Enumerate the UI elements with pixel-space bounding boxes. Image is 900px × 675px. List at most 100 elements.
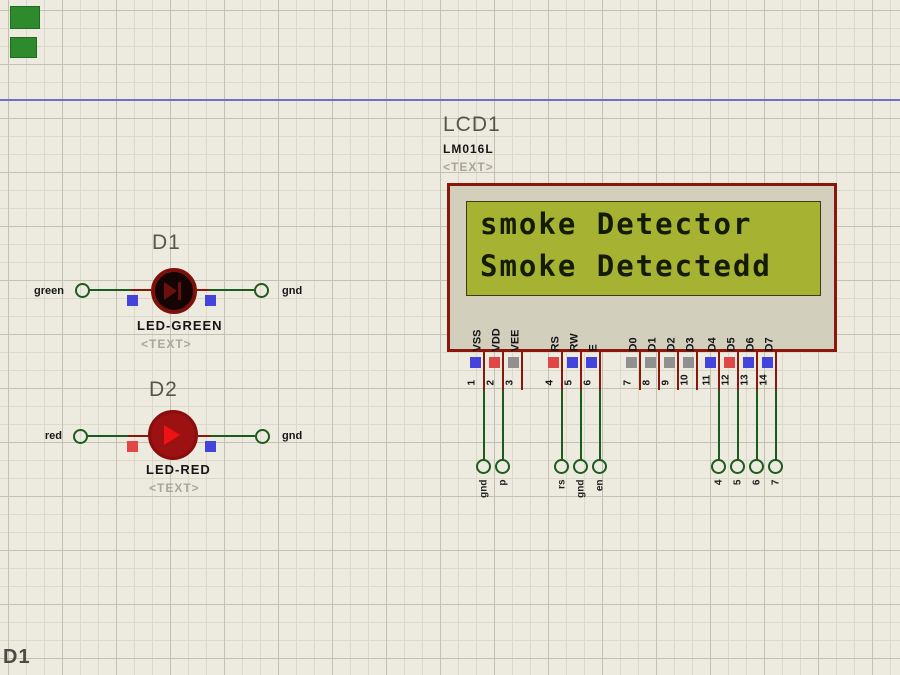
lcd-pin[interactable]	[696, 352, 698, 390]
terminal-circle[interactable]	[730, 459, 745, 474]
pin-state-indicator	[127, 295, 138, 306]
lcd-pin[interactable]	[521, 352, 523, 390]
pin-state-indicator	[626, 357, 637, 368]
lcd-pin-number: 12	[720, 374, 732, 386]
lcd-pin[interactable]	[658, 352, 660, 390]
lcd-pin[interactable]	[718, 352, 720, 390]
lcd-pin[interactable]	[599, 352, 601, 390]
terminal-circle[interactable]	[592, 459, 607, 474]
terminal-circle[interactable]	[255, 429, 270, 444]
led-pin[interactable]	[128, 435, 148, 437]
lcd-pin[interactable]	[775, 352, 777, 390]
wire[interactable]	[718, 390, 720, 460]
led-d2-part: LED-RED	[146, 462, 211, 477]
lcd-pin-number: 6	[582, 379, 594, 386]
lcd-pin-number: 14	[758, 374, 770, 386]
led-pin[interactable]	[192, 435, 210, 437]
wire[interactable]	[756, 390, 758, 460]
led-red-body[interactable]	[148, 410, 198, 460]
wire[interactable]	[209, 289, 254, 291]
terminal-circle[interactable]	[254, 283, 269, 298]
lcd-pin-number: 1	[466, 379, 478, 386]
wire[interactable]	[561, 390, 563, 460]
lcd-pin-number: 13	[739, 374, 751, 386]
wire[interactable]	[87, 435, 128, 437]
pin-state-indicator	[489, 357, 500, 368]
wire[interactable]	[737, 390, 739, 460]
lcd-pin[interactable]	[639, 352, 641, 390]
lcd-pin-number: 2	[485, 379, 497, 386]
terminal-circle[interactable]	[73, 429, 88, 444]
lcd-text-placeholder: <TEXT>	[443, 160, 494, 174]
lcd-pin-name: RW	[568, 333, 581, 352]
lcd-pin-number: 5	[563, 379, 575, 386]
lcd-pin-name: RS	[549, 336, 562, 352]
terminal-label: gnd	[478, 479, 490, 498]
wire[interactable]	[599, 390, 601, 460]
terminal-label-gnd: gnd	[282, 430, 303, 442]
led-green-body[interactable]	[151, 268, 197, 314]
lcd-pin[interactable]	[502, 352, 504, 390]
green-marker	[10, 6, 40, 29]
lcd-pin[interactable]	[483, 352, 485, 390]
pin-state-indicator	[645, 357, 656, 368]
lcd-pin-name: VDD	[490, 328, 503, 352]
pin-state-indicator	[724, 357, 735, 368]
lcd-pin-name: D1	[646, 337, 659, 352]
diode-triangle-icon	[164, 282, 177, 300]
pin-state-indicator	[470, 357, 481, 368]
terminal-circle[interactable]	[554, 459, 569, 474]
lcd-pin-number: 8	[641, 379, 653, 386]
lcd-pin-name: D7	[763, 337, 776, 352]
pin-state-indicator	[586, 357, 597, 368]
wire[interactable]	[89, 289, 131, 291]
lcd-pin[interactable]	[737, 352, 739, 390]
lcd-pin-name: E	[587, 344, 600, 352]
lcd-pin-number: 10	[679, 374, 691, 386]
pin-state-indicator	[762, 357, 773, 368]
led-pin[interactable]	[131, 289, 151, 291]
lcd-pin[interactable]	[756, 352, 758, 390]
pin-state-indicator	[705, 357, 716, 368]
terminal-circle[interactable]	[495, 459, 510, 474]
wire[interactable]	[502, 390, 504, 460]
pin-state-indicator	[508, 357, 519, 368]
lcd-pin-name: VEE	[509, 329, 522, 352]
lcd-pin[interactable]	[677, 352, 679, 390]
terminal-label-green: green	[34, 285, 64, 297]
wire[interactable]	[580, 390, 582, 460]
lcd-pin-name: D3	[684, 337, 697, 352]
pin-state-indicator	[127, 441, 138, 452]
led-d1-part: LED-GREEN	[137, 318, 223, 333]
wire[interactable]	[483, 390, 485, 460]
terminal-circle[interactable]	[768, 459, 783, 474]
lcd-pin-name: VSS	[471, 329, 484, 352]
terminal-circle[interactable]	[476, 459, 491, 474]
diode-cathode-bar-icon	[178, 282, 181, 300]
terminal-label-red: red	[44, 430, 62, 442]
terminal-circle[interactable]	[749, 459, 764, 474]
terminal-label: p	[497, 479, 509, 486]
lcd-display-line2: Smoke Detectedd	[480, 249, 772, 283]
lcd-pin-number: 3	[504, 379, 516, 386]
lcd-pin[interactable]	[580, 352, 582, 390]
wire[interactable]	[775, 390, 777, 460]
sheet-divider-line	[0, 99, 900, 101]
pin-state-indicator	[205, 295, 216, 306]
lcd-pin[interactable]	[561, 352, 563, 390]
terminal-label: 5	[732, 479, 744, 486]
terminal-circle[interactable]	[711, 459, 726, 474]
led-pin[interactable]	[195, 289, 209, 291]
terminal-circle[interactable]	[573, 459, 588, 474]
lcd-part: LM016L	[443, 142, 494, 156]
lcd-screen	[466, 201, 821, 296]
lcd-pin-number: 9	[660, 379, 672, 386]
led-d1-ref: D1	[152, 231, 181, 254]
wire[interactable]	[210, 435, 255, 437]
lcd-pin-name: D5	[725, 337, 738, 352]
terminal-circle[interactable]	[75, 283, 90, 298]
lcd-pin-name: D4	[706, 337, 719, 352]
pin-state-indicator	[683, 357, 694, 368]
diode-triangle-icon	[164, 425, 180, 445]
